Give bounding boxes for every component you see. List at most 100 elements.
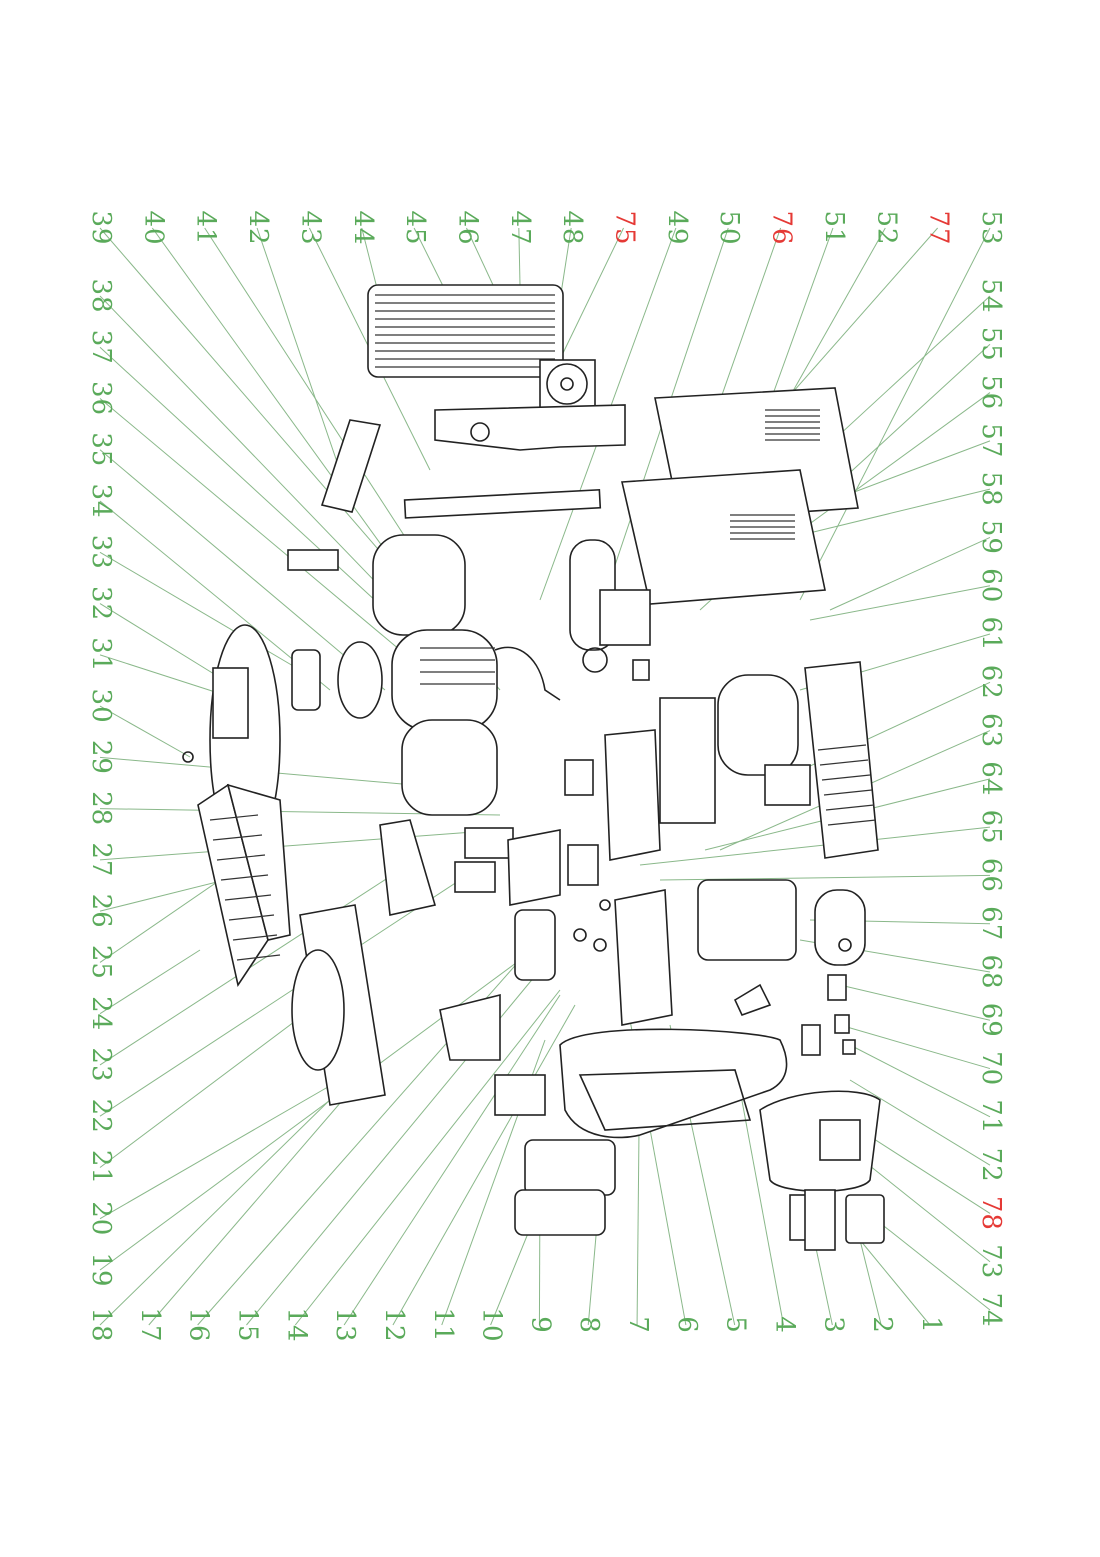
leader-line-36 <box>99 398 401 651</box>
callout-label-54: 54 <box>976 278 1006 313</box>
callout-label-11: 11 <box>428 1307 458 1342</box>
brackets <box>320 404 626 519</box>
leader-line-59 <box>829 536 991 611</box>
callout-label-50: 50 <box>714 210 744 245</box>
motor <box>569 539 651 673</box>
callout-label-57: 57 <box>976 423 1006 458</box>
leader-line-42 <box>256 227 351 501</box>
callout-label-12: 12 <box>379 1307 409 1342</box>
small-fittings <box>564 659 856 1056</box>
callout-label-55: 55 <box>976 327 1006 362</box>
fan <box>539 359 596 409</box>
callout-label-6: 6 <box>672 1316 702 1334</box>
callout-label-73: 73 <box>976 1244 1006 1279</box>
leader-line-48 <box>559 227 572 301</box>
callout-label-53: 53 <box>976 210 1006 245</box>
small-boxes <box>789 1189 885 1251</box>
callout-label-25: 25 <box>86 945 116 980</box>
callout-label-72: 72 <box>976 1148 1006 1183</box>
leader-line-73 <box>849 1149 991 1263</box>
callout-label-23: 23 <box>86 1047 116 1082</box>
leader-line-78 <box>859 1129 991 1214</box>
callout-label-26: 26 <box>86 894 116 929</box>
leader-line-20 <box>99 1079 341 1220</box>
callout-label-21: 21 <box>86 1150 116 1185</box>
callout-label-5: 5 <box>721 1316 751 1334</box>
callout-label-78: 78 <box>976 1196 1006 1231</box>
callout-label-42: 42 <box>243 210 273 245</box>
drum-assembly <box>372 534 561 816</box>
leader-line-14 <box>294 989 561 1326</box>
leader-line-1 <box>859 1239 931 1326</box>
callout-label-59: 59 <box>976 520 1006 555</box>
callout-label-77: 77 <box>924 210 954 245</box>
callout-label-13: 13 <box>330 1307 360 1342</box>
leader-line-21 <box>99 1009 311 1168</box>
side-door <box>759 1090 881 1192</box>
callout-label-48: 48 <box>557 210 587 245</box>
leader-line-12 <box>392 1004 576 1326</box>
callout-label-69: 69 <box>976 1003 1006 1038</box>
callout-label-47: 47 <box>505 210 535 245</box>
leader-line-22 <box>99 879 461 1117</box>
callout-label-58: 58 <box>976 472 1006 507</box>
callout-label-45: 45 <box>400 210 430 245</box>
callout-label-71: 71 <box>976 1099 1006 1134</box>
base-tray <box>291 904 386 1106</box>
callout-label-9: 9 <box>525 1316 555 1334</box>
front-door <box>559 1028 788 1139</box>
callout-label-20: 20 <box>86 1201 116 1236</box>
callout-label-18: 18 <box>86 1307 116 1342</box>
leader-line-71 <box>849 1044 991 1118</box>
leader-line-47 <box>518 227 521 286</box>
leader-line-35 <box>99 449 386 691</box>
callout-label-62: 62 <box>976 665 1006 700</box>
callout-label-30: 30 <box>86 689 116 724</box>
callout-label-70: 70 <box>976 1051 1006 1086</box>
callout-label-2: 2 <box>867 1316 897 1334</box>
callout-label-76: 76 <box>767 210 797 245</box>
callout-label-74: 74 <box>976 1292 1006 1327</box>
leader-line-60 <box>809 585 991 621</box>
leader-line-13 <box>343 994 561 1326</box>
callout-label-52: 52 <box>871 210 901 245</box>
callout-label-39: 39 <box>86 210 116 245</box>
callout-label-64: 64 <box>976 761 1006 796</box>
callout-label-60: 60 <box>976 568 1006 603</box>
callout-label-41: 41 <box>191 210 221 245</box>
callout-label-63: 63 <box>976 713 1006 748</box>
callout-label-33: 33 <box>86 535 116 570</box>
control-board <box>604 729 673 1026</box>
callout-label-65: 65 <box>976 810 1006 845</box>
callout-label-28: 28 <box>86 791 116 826</box>
leader-line-72 <box>849 1079 991 1166</box>
leader-line-18 <box>99 1089 341 1326</box>
callout-label-1: 1 <box>916 1316 946 1334</box>
callout-label-15: 15 <box>232 1307 262 1342</box>
callout-label-7: 7 <box>623 1316 653 1334</box>
plates <box>379 819 561 916</box>
condenser-coil <box>367 284 564 378</box>
callout-label-16: 16 <box>184 1307 214 1342</box>
leader-line-27 <box>99 829 501 861</box>
callout-label-66: 66 <box>976 858 1006 893</box>
leader-line-33 <box>99 551 301 671</box>
callout-label-17: 17 <box>135 1307 165 1342</box>
callout-label-19: 19 <box>86 1252 116 1287</box>
callout-label-46: 46 <box>452 210 482 245</box>
callout-label-14: 14 <box>281 1307 311 1342</box>
leader-line-70 <box>839 1024 991 1070</box>
callout-label-38: 38 <box>86 278 116 313</box>
callout-label-22: 22 <box>86 1099 116 1134</box>
side-panels <box>621 387 859 605</box>
callout-label-51: 51 <box>819 210 849 245</box>
leader-line-24 <box>99 949 201 1015</box>
valve-cluster <box>514 844 611 981</box>
callout-label-49: 49 <box>662 210 692 245</box>
callout-label-67: 67 <box>976 906 1006 941</box>
callout-label-34: 34 <box>86 484 116 519</box>
control-panel <box>439 993 616 1236</box>
leader-line-74 <box>869 1214 991 1311</box>
leader-line-53 <box>799 227 991 601</box>
